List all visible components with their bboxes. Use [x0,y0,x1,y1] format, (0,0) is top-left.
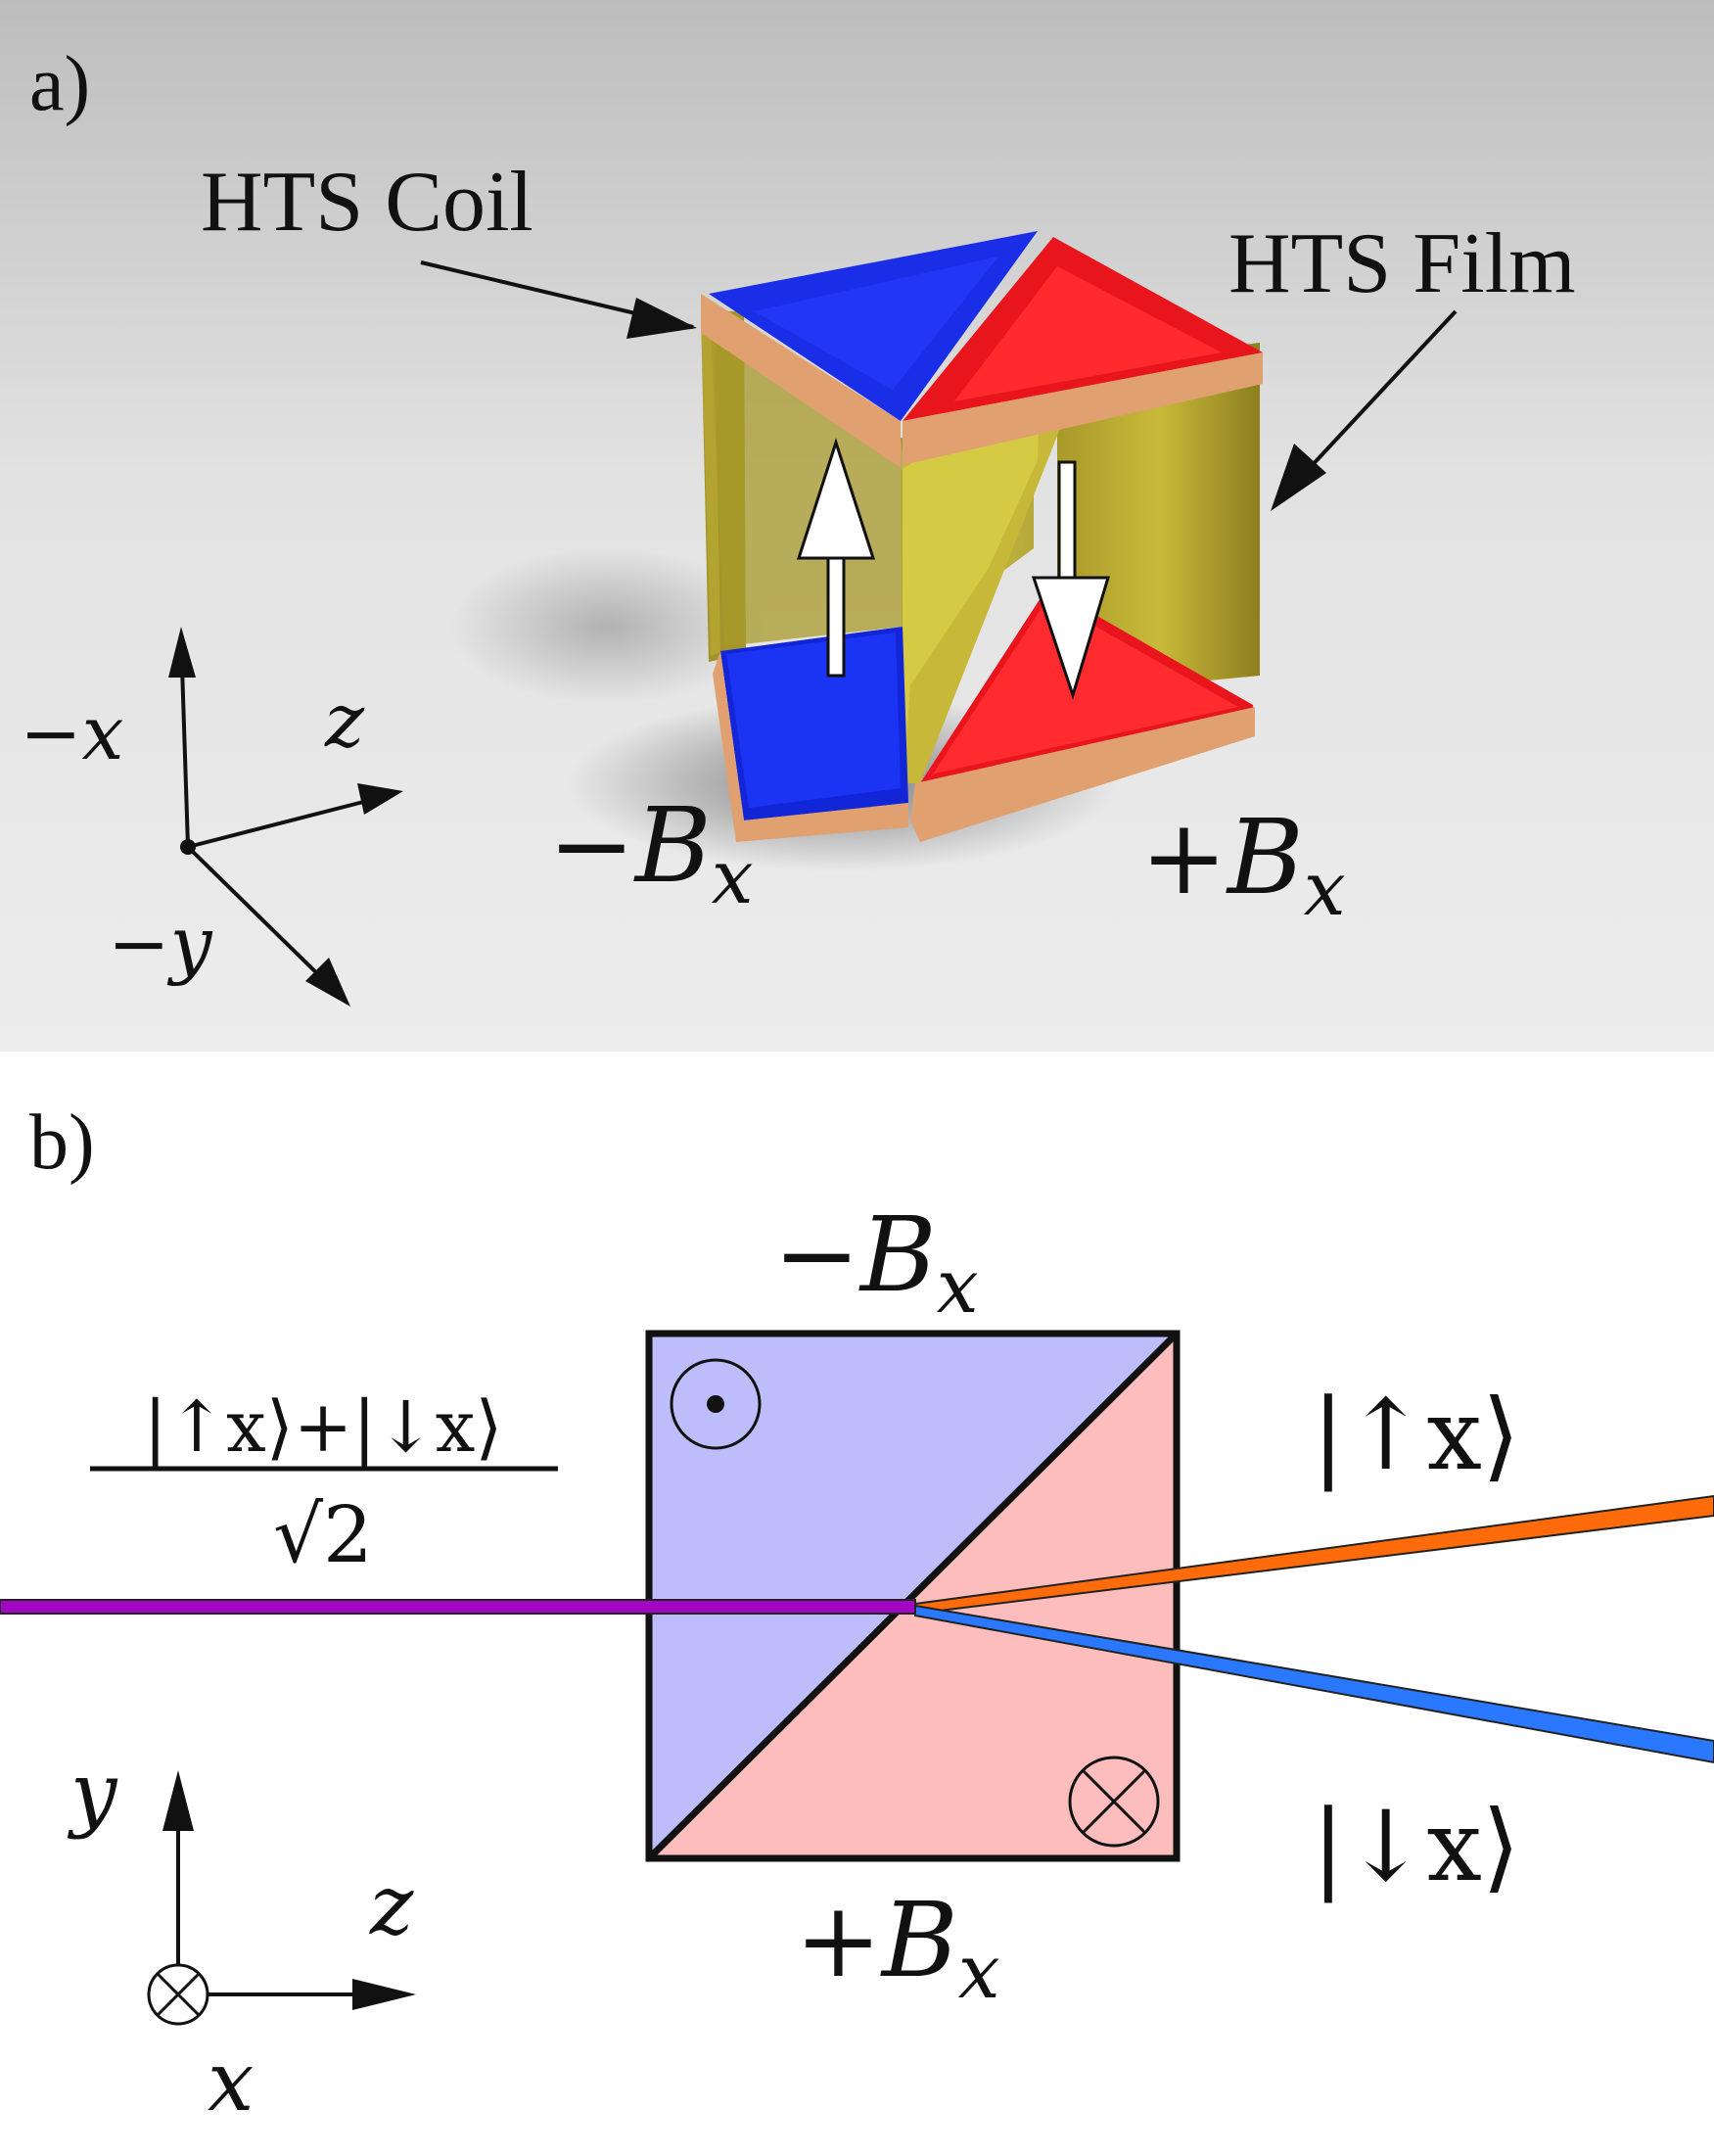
output-down-label: |↓x⟩ [1312,1789,1520,1903]
beam-input [0,1599,916,1615]
coil-bottom-red-top [930,599,1238,778]
field-label-bottom: +Bx [795,1880,1000,2015]
axes-a [168,627,403,1007]
hts-coil-pointer-head [626,298,697,339]
coil-top-red-inner [954,266,1222,401]
panel-a: a) [0,0,1714,1052]
coil-top-red-rim [903,352,1263,465]
coil-bottom-blue-top [726,633,901,808]
coil-top-blue-rim [701,294,901,468]
axis-a-diag-label: −y [108,900,213,987]
axis-b-out-label: x [208,2034,254,2130]
axis-b-right-label: z [369,1857,414,1953]
output-up-label: |↑x⟩ [1312,1378,1520,1492]
input-state-numerator: |↑x⟩+|↓x⟩ [144,1385,503,1468]
splitter-border [645,1330,1181,1862]
panel-a-label: a) [29,41,90,127]
axis-b-up-label: y [67,1745,118,1841]
panel-b: b) −Bx +Bx |↑x⟩+|↓x⟩ √2 [0,1052,1714,2156]
hts-coil-label: HTS Coil [201,155,533,250]
field-arrow-up [796,438,876,678]
hts-film-label: HTS Film [1228,216,1576,311]
axis-a-up-label: −x [20,689,124,776]
cube-shadow-long [450,548,764,705]
field-out-of-page-icon [670,1358,762,1450]
hts-film-pointer-head [1271,444,1326,511]
field-arrow-down [1031,460,1111,700]
hts-film-front [901,387,1040,803]
hts-film-right [1057,343,1260,695]
field-label-top: −Bx [773,1195,979,1330]
coil-top-blue-inner [754,257,998,390]
coil-bottom-blue-rim [713,651,908,842]
splitter-diagonal [646,1331,1180,1861]
axis-a-right-label: z [324,677,365,764]
field-into-page-icon [1068,1756,1160,1848]
field-label-right: +Bx [1140,797,1346,932]
axes-b [147,1770,416,2026]
field-label-left: −Bx [548,785,754,920]
input-state-denominator: √2 [273,1489,373,1580]
hts-film-left-wide [711,323,903,646]
panel-b-label: b) [29,1100,95,1186]
coil-bottom-red-rim [910,707,1255,842]
